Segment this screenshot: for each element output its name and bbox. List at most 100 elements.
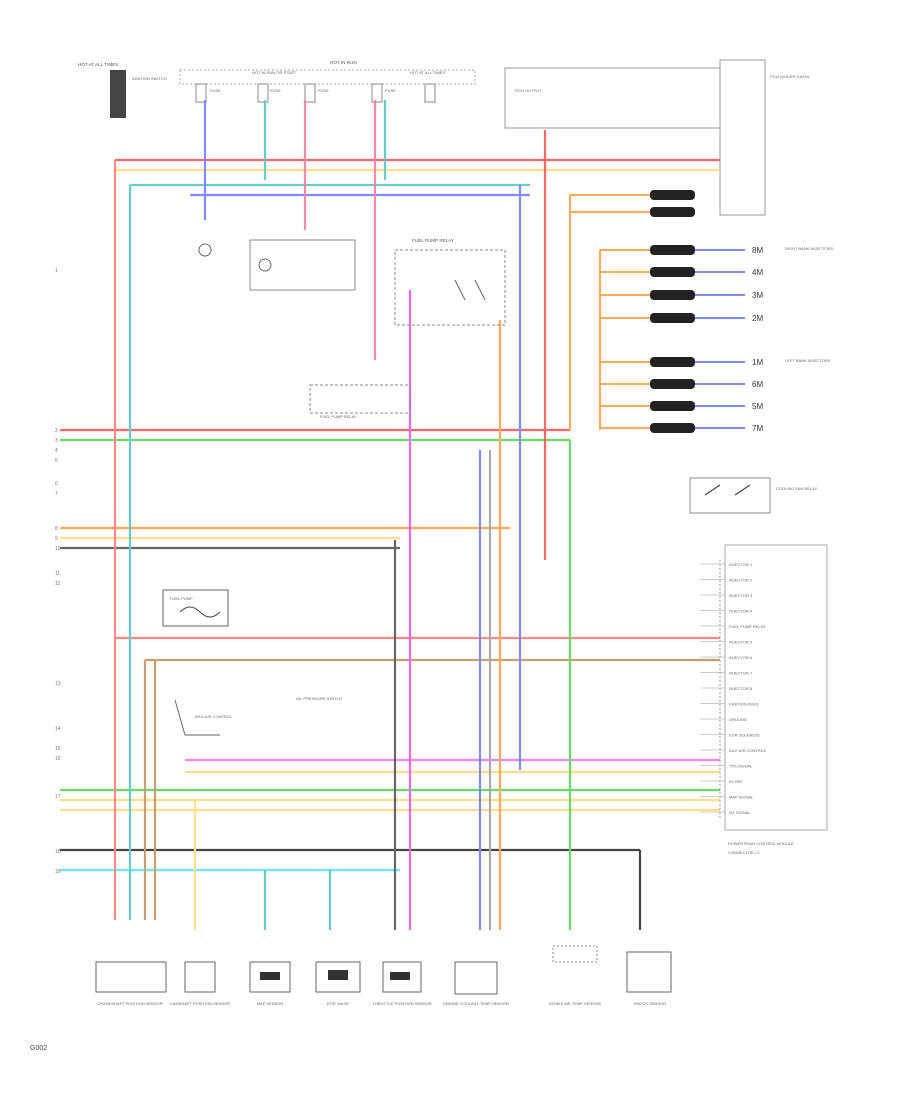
svg-text:9: 9 [55, 536, 58, 542]
fuse-icon [424, 83, 436, 103]
hot-all-times-right-label: HOT AT ALL TIMES [410, 70, 445, 75]
injector-icon [650, 190, 695, 200]
fuel-pump-label: FUEL PUMP [170, 596, 193, 601]
injector-icon [650, 313, 695, 323]
pcm-pin-label: INJECTOR 5 [729, 640, 753, 645]
bottom-component-label: INTAKE AIR TEMP SENSOR [549, 1001, 601, 1006]
injector-icon [650, 379, 695, 389]
svg-text:7: 7 [55, 491, 58, 497]
pcm-pin-label: IGNITION FEED [729, 702, 759, 707]
svg-text:19: 19 [55, 869, 61, 875]
relay-switch-icon [454, 279, 486, 301]
pcm-pin-label: INJECTOR 8 [729, 686, 753, 691]
pcm-pin-label: INJECTOR 1 [729, 562, 753, 567]
bottom-component-label: KNOCK SENSOR [634, 1001, 666, 1006]
svg-text:3: 3 [55, 438, 58, 444]
pump-icon [179, 606, 221, 618]
fuse-label: FUSE [210, 88, 221, 93]
sensor-box [626, 951, 672, 993]
ignition-switch-label: IGNITION SWITCH [132, 76, 167, 81]
svg-text:4: 4 [55, 448, 58, 454]
idle-air-label: IDLE AIR CONTROL [195, 714, 233, 719]
connector-icon [260, 972, 280, 980]
pcm-pin-label: IAT SIGNAL [729, 810, 751, 815]
svg-text:3M: 3M [752, 291, 763, 300]
injector-icon [650, 267, 695, 277]
pcm-pin-label: TPS SIGNAL [729, 764, 753, 769]
connector-icon [328, 970, 348, 980]
svg-text:18: 18 [55, 849, 61, 855]
svg-text:1: 1 [55, 268, 58, 274]
pcm-pin-label: INJECTOR 6 [729, 655, 753, 660]
center-relay: FUEL PUMP RELAY [309, 384, 411, 419]
bottom-components: CRANKSHAFT POSITION SENSOR CAMSHAFT POSI… [95, 945, 672, 1006]
bottom-component-label: ENGINE COOLANT TEMP SENSOR [443, 1001, 509, 1006]
left-bank-label: LEFT BANK INJECTORS [785, 358, 831, 363]
svg-text:12: 12 [55, 581, 61, 587]
injector-icon [650, 290, 695, 300]
pcm-pin-label: FUEL PUMP RELAY [729, 624, 766, 629]
svg-text:13: 13 [55, 681, 61, 687]
left-connector-markers: 1 2 3 4 5 6 7 8 9 10 11 12 13 14 15 16 17 18 19 [55, 268, 61, 875]
oil-pressure-label: OIL PRESSURE SWITCH [296, 696, 342, 701]
svg-text:17: 17 [55, 794, 61, 800]
injector-icon [650, 357, 695, 367]
bottom-component-label: THROTTLE POSITION SENSOR [372, 1001, 431, 1006]
idle-air-control: IDLE AIR CONTROL OIL PRESSURE SWITCH [174, 696, 342, 736]
svg-text:6M: 6M [752, 380, 763, 389]
svg-text:15: 15 [55, 746, 61, 752]
svg-text:14: 14 [55, 726, 61, 732]
cooling-fan-label: COOLING FAN RELAY [776, 486, 818, 491]
top-fuse-block: HOT AT ALL TIMES HOT IN RUN HOT IN RUN O… [78, 60, 476, 118]
fuel-pump-relay: FUEL PUMP RELAY [394, 238, 506, 326]
sensor-box [552, 945, 598, 963]
hot-run-start-label: HOT IN RUN OR START [252, 70, 297, 75]
fuse-block-label: HOT IN RUN [330, 60, 357, 65]
upper-right-module: PCM (UNDER DASH) PCM OUTPUT [504, 59, 810, 216]
bottom-component-label: EGR VALVE [327, 1001, 349, 1006]
pcm-pin-label: GROUND [729, 717, 747, 722]
svg-text:8M: 8M [752, 246, 763, 255]
pcm-top-label: PCM (UNDER DASH) [770, 74, 810, 79]
svg-text:6: 6 [55, 481, 58, 487]
sensor-icon [258, 258, 272, 272]
right-bank-label: RIGHT BANK INJECTORS [785, 246, 833, 251]
upper-left-sensor [198, 239, 356, 291]
right-relay: COOLING FAN RELAY [689, 477, 818, 514]
pcm-pin-label: INJECTOR 2 [729, 578, 753, 583]
fuse-icon [257, 83, 269, 103]
pcm-pin-label: 5V REF [729, 779, 744, 784]
svg-text:10: 10 [55, 546, 61, 552]
pcm-pin-label: INJECTOR 7 [729, 671, 753, 676]
bottom-component-label: MAP SENSOR [257, 1001, 284, 1006]
svg-text:2: 2 [55, 428, 58, 434]
fuse-label: FUSE [270, 88, 281, 93]
fuel-pump: FUEL PUMP [162, 589, 229, 627]
svg-text:8: 8 [55, 526, 58, 532]
injector-icon [650, 423, 695, 433]
fuse-label: FUSE [318, 88, 329, 93]
sensor-box [184, 961, 216, 993]
ignition-coil-icon [110, 70, 126, 118]
fuel-pump-relay-label: FUEL PUMP RELAY [412, 238, 454, 243]
injector-icon [650, 401, 695, 411]
center-relay-label: FUEL PUMP RELAY [320, 414, 357, 419]
pcm-pin-label: IDLE AIR CONTROL [729, 748, 767, 753]
pcm-pin-label: INJECTOR 3 [729, 593, 753, 598]
svg-text:5: 5 [55, 458, 58, 464]
pcm-pin-label: EGR SOLENOID [729, 733, 760, 738]
svg-text:11: 11 [55, 571, 60, 577]
injector-icon [650, 245, 695, 255]
svg-text:5M: 5M [752, 402, 763, 411]
svg-text:1M: 1M [752, 358, 763, 367]
svg-text:16: 16 [55, 756, 61, 762]
fuse-icon [304, 83, 316, 103]
fuse-icon [195, 83, 207, 103]
fuse-label: FUSE [385, 88, 396, 93]
injector-icon [650, 207, 695, 217]
sensor-box [95, 961, 167, 993]
bottom-component-label: CAMSHAFT POSITION SENSOR [170, 1001, 230, 1006]
